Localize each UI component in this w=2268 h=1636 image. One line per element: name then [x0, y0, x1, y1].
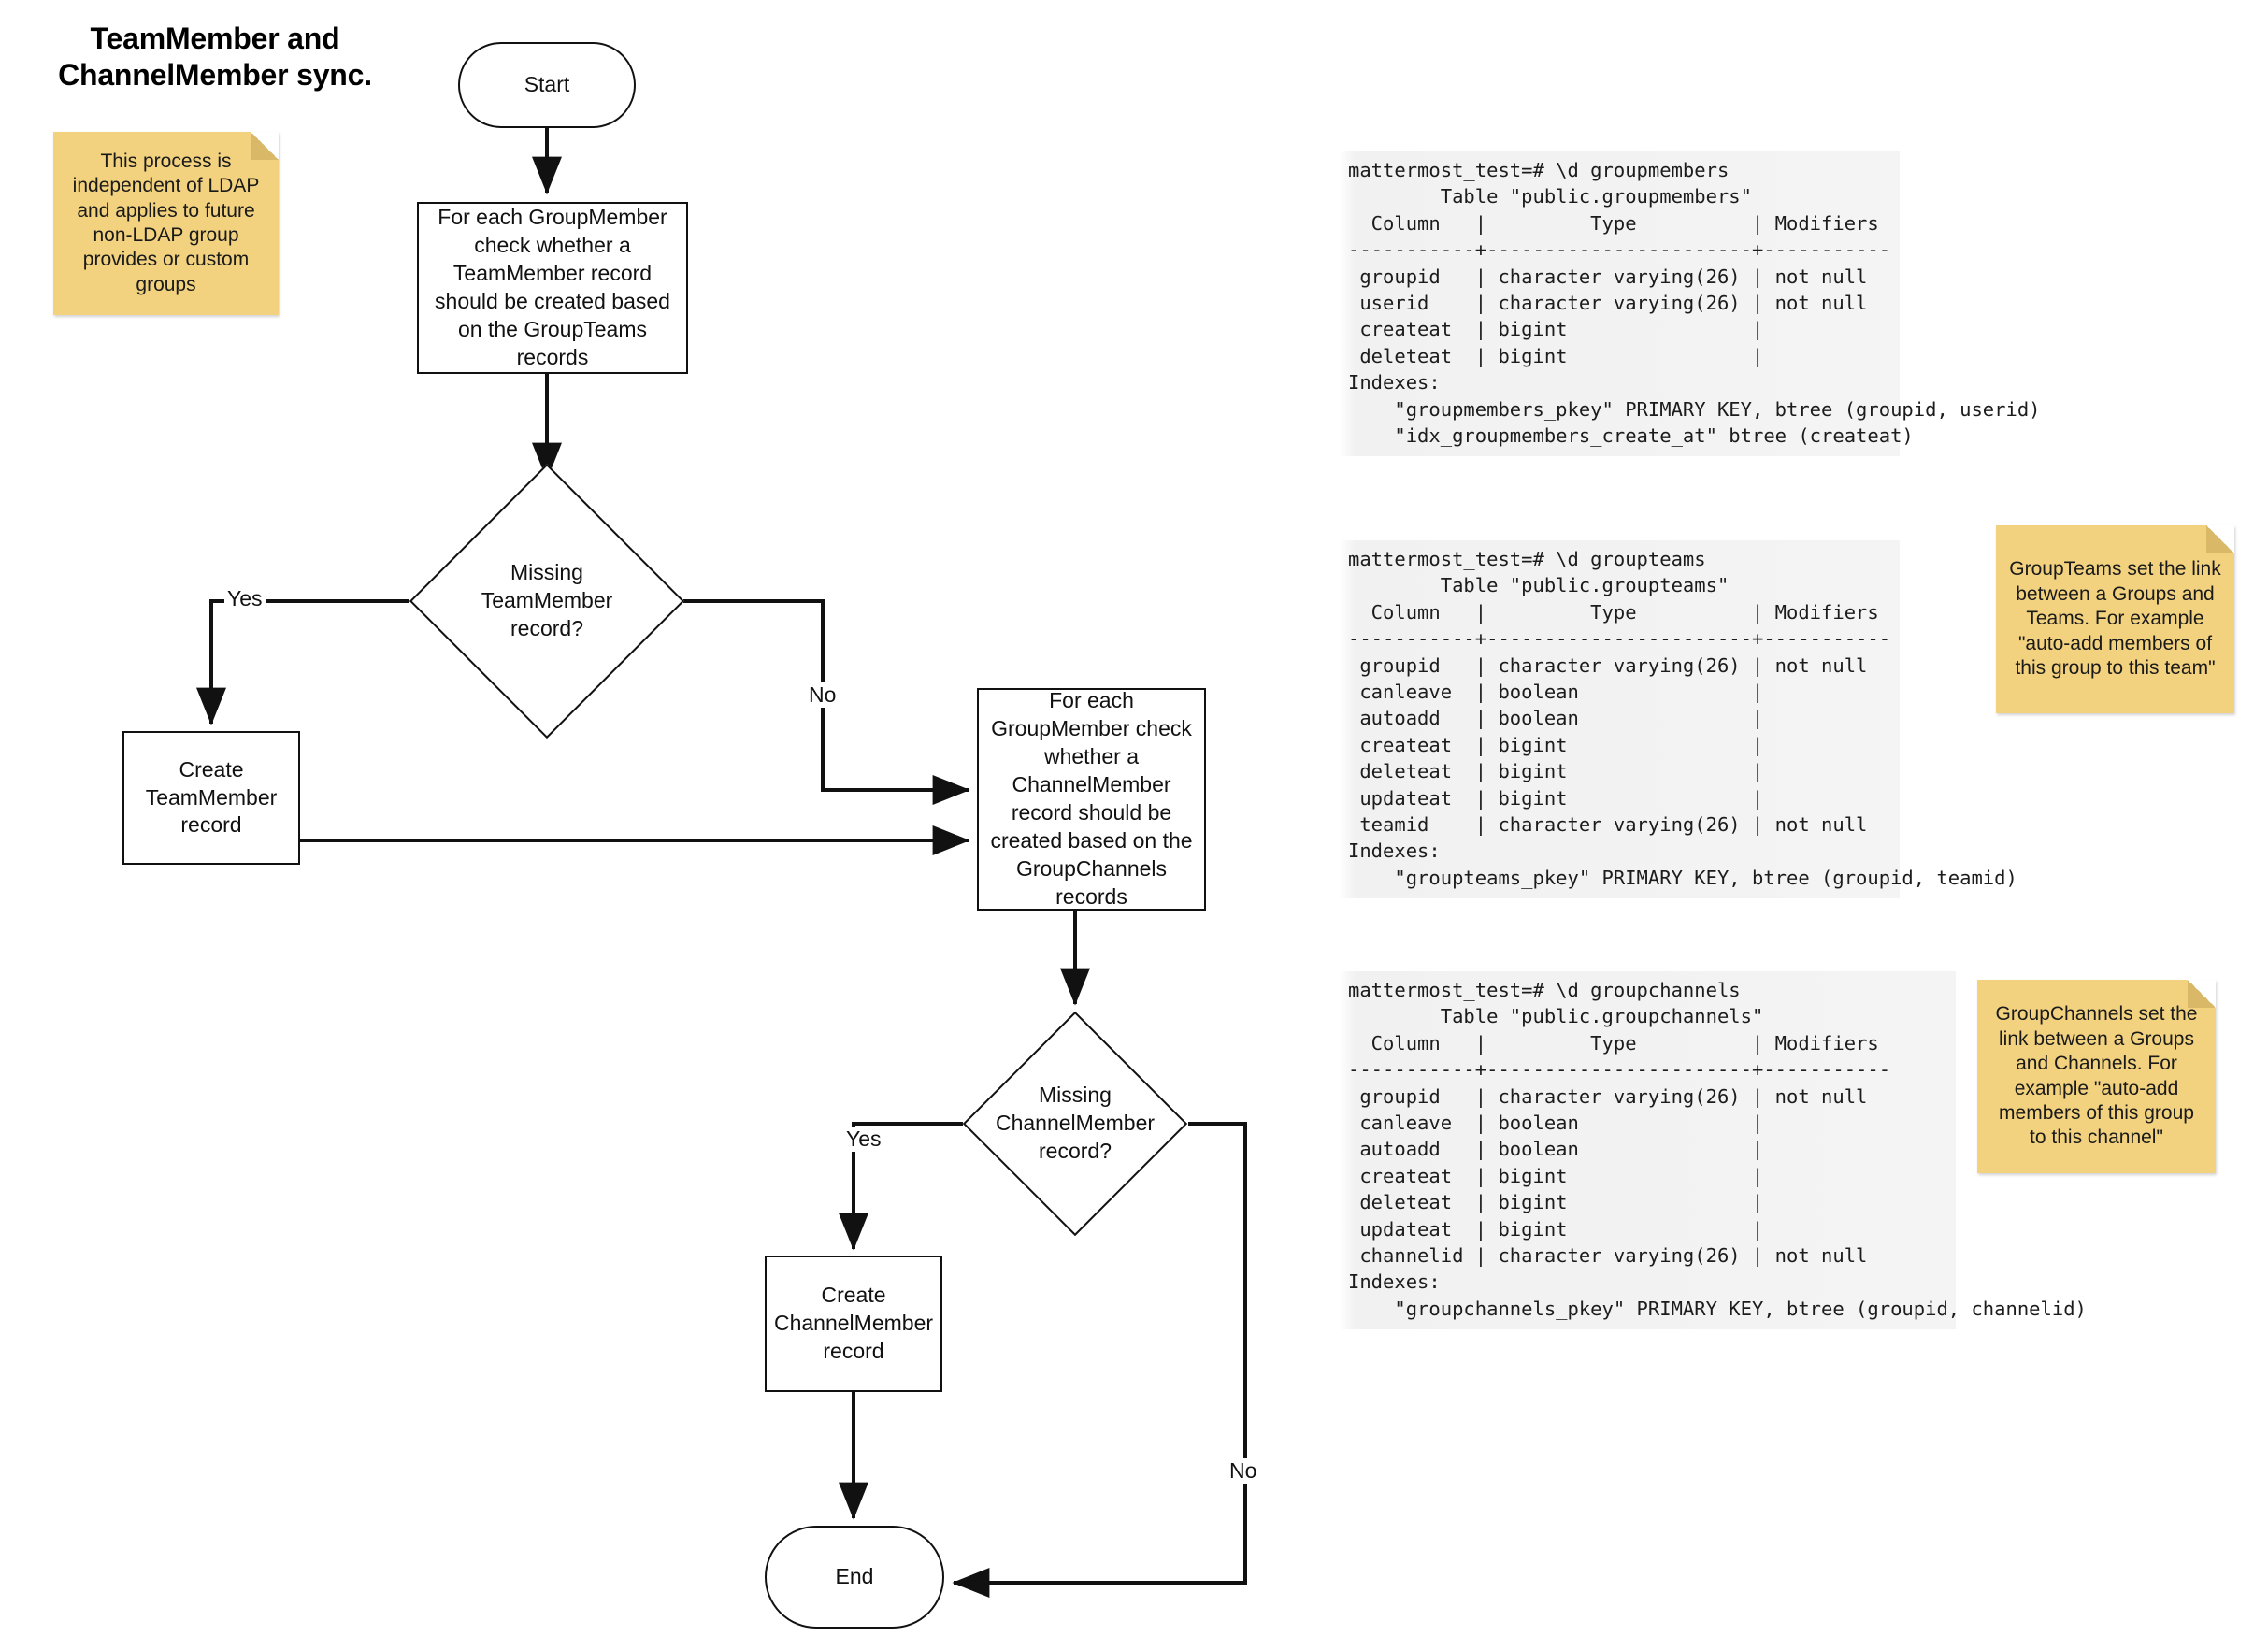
note-fold-corner-icon — [251, 132, 279, 160]
flow-node-process-channel[interactable]: For each GroupMember check whether a Cha… — [977, 688, 1206, 911]
terminal-block-groupteams: mattermost_test=# \d groupteams Table "p… — [1339, 540, 2017, 899]
terminal-block-groupmembers: mattermost_test=# \d groupmembers Table … — [1339, 151, 2041, 457]
flow-node-create-team-label: Create TeamMember record — [145, 756, 278, 838]
terminal-block-groupchannels: mattermost_test=# \d groupchannels Table… — [1339, 971, 2087, 1330]
flow-node-start[interactable]: Start — [458, 42, 636, 128]
flow-node-decision-channel[interactable]: Missing ChannelMember record? — [962, 1011, 1188, 1237]
edge-label-no-channel: No — [1227, 1458, 1260, 1484]
diagram-title-line-2: ChannelMember sync. — [58, 58, 372, 93]
diagram-title-line-1: TeamMember and — [90, 22, 340, 55]
flow-node-decision-team[interactable]: Missing TeamMember record? — [409, 463, 685, 739]
sticky-note-groupteams-text: GroupTeams set the link between a Groups… — [2009, 558, 2221, 680]
note-fold-corner-icon — [2206, 525, 2234, 553]
flow-node-start-label: Start — [524, 72, 570, 97]
edge-decision-team-yes — [196, 599, 409, 725]
edge-label-yes-team: Yes — [224, 586, 266, 611]
flow-node-process-team[interactable]: For each GroupMember check whether a Tea… — [417, 202, 688, 374]
edge-label-yes-channel: Yes — [843, 1127, 884, 1152]
flow-node-end[interactable]: End — [765, 1526, 944, 1629]
flow-node-create-channel[interactable]: Create ChannelMember record — [765, 1256, 942, 1392]
flow-node-create-channel-label: Create ChannelMember record — [773, 1283, 934, 1363]
sticky-note-groupchannels-text: GroupChannels set the link between a Gro… — [1995, 1003, 2198, 1149]
flow-node-end-label: End — [835, 1564, 874, 1589]
flow-node-decision-channel-label: Missing ChannelMember record? — [995, 1083, 1156, 1163]
note-fold-corner-icon — [2188, 980, 2216, 1008]
flow-node-create-team[interactable]: Create TeamMember record — [122, 731, 300, 865]
flow-node-process-team-label: For each GroupMember check whether a Tea… — [435, 205, 670, 369]
sticky-note-ldap-text: This process is independent of LDAP and … — [72, 150, 260, 295]
sticky-note-groupchannels: GroupChannels set the link between a Gro… — [1977, 980, 2216, 1173]
flow-node-decision-team-label: Missing TeamMember record? — [481, 560, 613, 640]
sticky-note-ldap: This process is independent of LDAP and … — [53, 132, 279, 315]
sticky-note-groupteams: GroupTeams set the link between a Groups… — [1996, 525, 2234, 713]
edge-label-no-team: No — [806, 682, 840, 708]
flow-node-process-channel-label: For each GroupMember check whether a Cha… — [990, 688, 1193, 909]
diagram-title: TeamMember and ChannelMember sync. — [56, 21, 374, 93]
